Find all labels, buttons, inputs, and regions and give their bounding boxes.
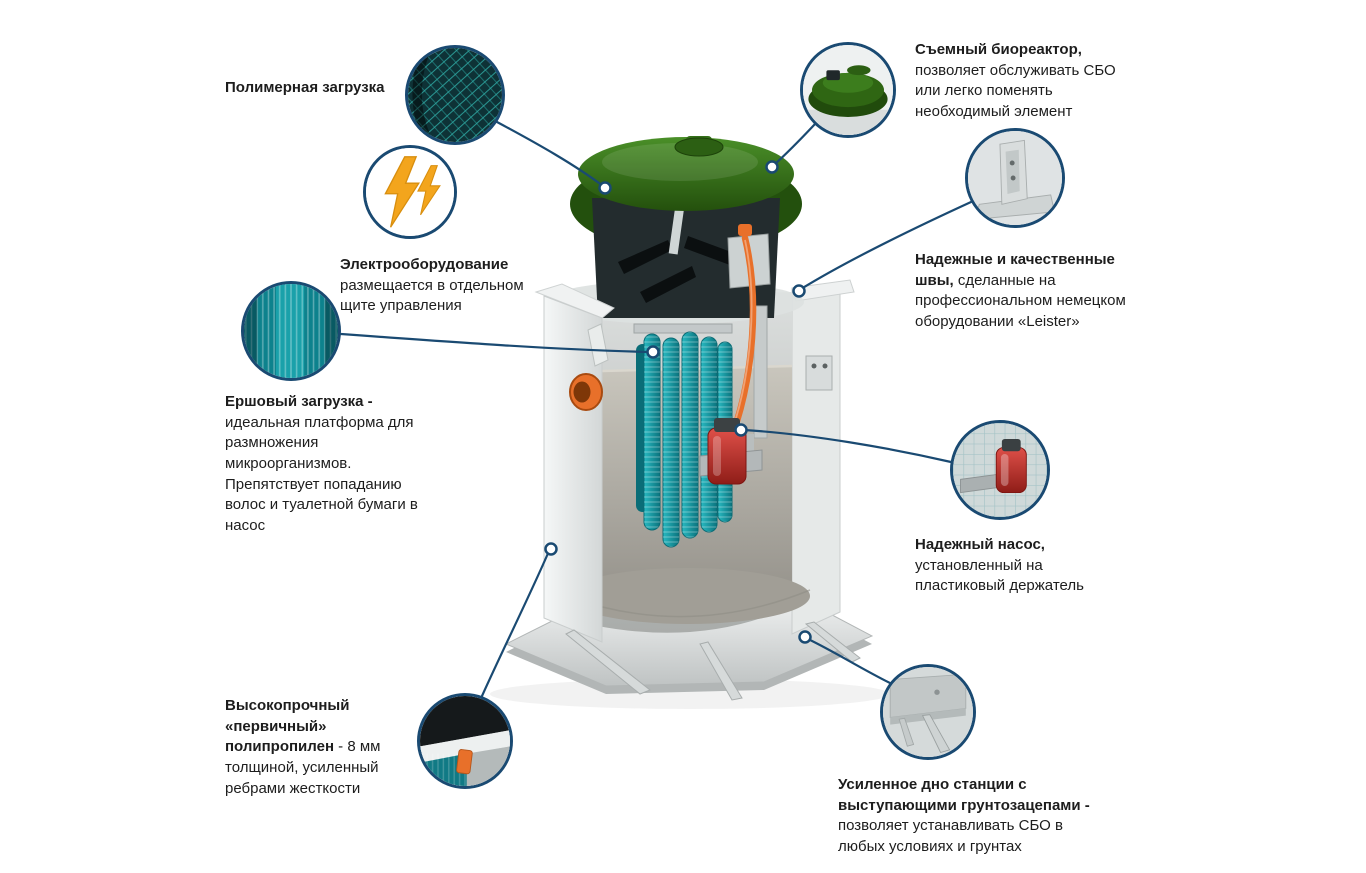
callout-seam-media [965, 128, 1065, 228]
base-plate [504, 597, 874, 694]
note-ersh: Ершовый загрузка - идеальная платформа д… [225, 392, 425, 537]
note-polyprop: Высокопрочный «первичный» полипропилен -… [225, 696, 405, 799]
note-seams-body: сделанные на профессиональном немецком о… [915, 271, 1126, 331]
brush-media-image [244, 284, 338, 378]
note-polymer-title: Полимерная загрузка [225, 79, 385, 96]
callout-electric [363, 145, 457, 239]
red-pump-image [953, 423, 1047, 517]
brush-media [633, 323, 733, 548]
callout-pump-media [950, 420, 1050, 520]
seam-bracket-image [968, 131, 1062, 225]
wall-cut-image [420, 696, 510, 786]
note-electro: Электрооборудование размещается в отдель… [340, 255, 535, 317]
callout-lid-media [800, 42, 896, 138]
note-polymer: Полимерная загрузка [225, 78, 400, 99]
note-pump: Надежный насос, установленный на пластик… [915, 535, 1100, 597]
callout-wall-media [417, 693, 513, 789]
bioreactor-chamber [570, 156, 802, 318]
note-bioreactor-title: Съемный биореактор, [915, 41, 1082, 58]
green-lid-image [803, 45, 893, 135]
lightning-icon [366, 148, 454, 236]
note-bottom: Усиленное дно станции с выступающими гру… [838, 775, 1110, 858]
callout-bottom-media [880, 664, 976, 760]
note-electro-title: Электрооборудование [340, 256, 509, 273]
note-polyprop-body: - 8 мм толщиной, усиленный ребрами жестк… [225, 738, 381, 797]
note-polyprop-title: Высокопрочный «первичный» полипропилен [225, 697, 350, 756]
callout-polymer-media [405, 45, 505, 145]
note-ersh-body: идеальная платформа для размножения микр… [225, 413, 418, 535]
note-bottom-body: позволяет устанавливать СБО в любых усло… [838, 817, 1063, 856]
ground-fins [565, 621, 861, 701]
note-pump-body: установленный на пластиковый держатель [915, 556, 1084, 595]
callout-brush-media [241, 281, 341, 381]
note-bioreactor-body: позволяет обслуживать СБО или легко поме… [915, 61, 1116, 121]
note-seams: Надежные и качественные швы, сделанные н… [915, 250, 1155, 333]
note-ersh-title: Ершовый загрузка - [225, 393, 373, 410]
left-cut-wall [534, 283, 615, 643]
bottom-fins-image [883, 667, 973, 757]
note-bioreactor: Съемный биореактор, позволяет обслуживат… [915, 40, 1140, 123]
note-bottom-title: Усиленное дно станции с выступающими гру… [838, 776, 1090, 814]
note-electro-body: размещается в отдельном щите управления [340, 276, 524, 315]
note-pump-title: Надежный насос, [915, 536, 1045, 553]
pump [699, 418, 763, 485]
note-seams-title: Надежные и качественные швы, [915, 251, 1115, 289]
green-lid [578, 136, 794, 211]
polymer-mesh-image [408, 48, 502, 142]
inlet-pipe [569, 373, 603, 411]
